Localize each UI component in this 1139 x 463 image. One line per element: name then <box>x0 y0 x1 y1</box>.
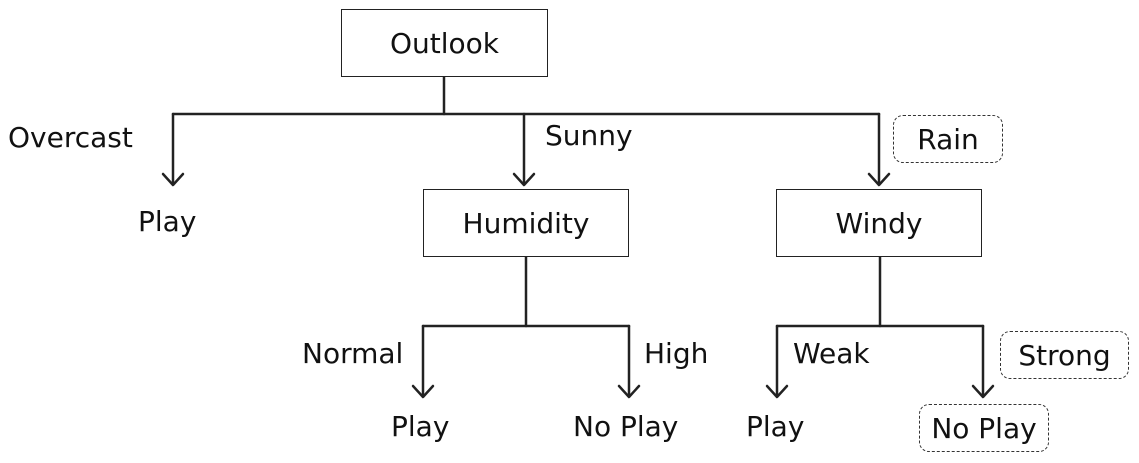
normal-arrowhead <box>411 384 435 399</box>
leaf-noplay-strong: No Play <box>931 411 1037 445</box>
leaf-play-weak: Play <box>746 410 805 443</box>
node-outlook-label: Outlook <box>389 26 500 60</box>
rain-arrowhead <box>867 172 891 187</box>
node-windy: Windy <box>776 189 982 257</box>
edge-label-high: High <box>644 337 709 370</box>
node-outlook: Outlook <box>341 9 548 77</box>
node-humidity-label: Humidity <box>462 206 590 240</box>
leaf-play-normal: Play <box>391 410 450 443</box>
edge-label-strong-highlight: Strong <box>1000 331 1129 379</box>
edge-label-weak: Weak <box>793 337 870 370</box>
strong-arrowhead <box>971 384 995 399</box>
edge-label-rain-highlight: Rain <box>893 115 1003 163</box>
edge-label-normal: Normal <box>302 337 404 370</box>
edge-label-strong: Strong <box>1018 338 1111 372</box>
high-arrowhead <box>617 384 641 399</box>
leaf-noplay-strong-highlight: No Play <box>919 404 1049 452</box>
leaf-noplay-high: No Play <box>573 410 679 443</box>
edge-label-rain: Rain <box>917 122 979 156</box>
edge-label-overcast: Overcast <box>8 121 133 154</box>
weak-arrowhead <box>765 384 789 399</box>
node-humidity: Humidity <box>423 189 629 257</box>
node-windy-label: Windy <box>835 206 923 240</box>
sunny-arrowhead <box>512 172 536 187</box>
edge-label-sunny: Sunny <box>545 119 633 152</box>
leaf-play-overcast: Play <box>138 205 197 238</box>
overcast-arrowhead <box>161 172 185 187</box>
